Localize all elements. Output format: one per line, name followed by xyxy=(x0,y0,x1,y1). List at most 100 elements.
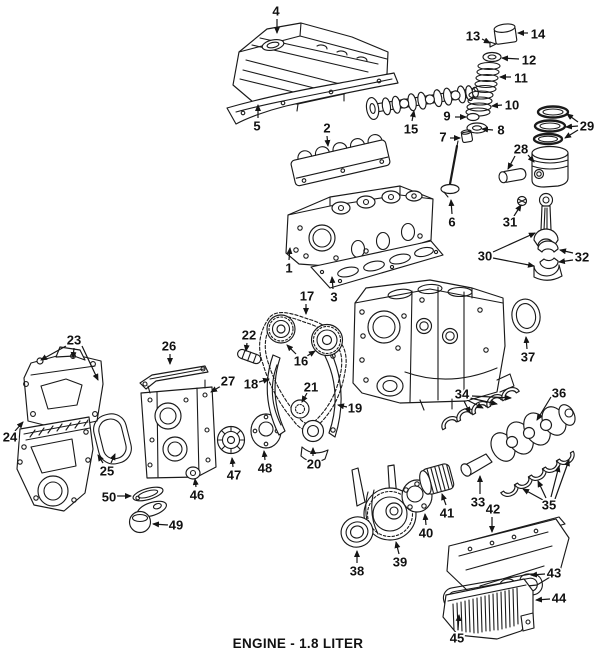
callout-9-number[interactable]: 9 xyxy=(442,107,452,125)
callout-10[interactable]: 10 xyxy=(491,96,521,114)
callout-17-number[interactable]: 17 xyxy=(298,287,315,305)
callout-17[interactable]: 17 xyxy=(298,287,316,315)
callout-33-number[interactable]: 33 xyxy=(469,493,486,511)
callout-9[interactable]: 9 xyxy=(442,107,467,125)
callout-50-number[interactable]: 50 xyxy=(100,488,117,506)
callout-48[interactable]: 48 xyxy=(256,450,274,477)
callout-22-number[interactable]: 22 xyxy=(240,326,257,344)
callout-15[interactable]: 15 xyxy=(402,110,420,138)
callout-12-number[interactable]: 12 xyxy=(520,51,537,69)
callout-36-number[interactable]: 36 xyxy=(550,384,567,402)
callout-45[interactable]: 45 xyxy=(448,614,466,647)
callout-30-number[interactable]: 30 xyxy=(476,247,493,265)
callout-34-number[interactable]: 34 xyxy=(453,385,471,403)
callout-26[interactable]: 26 xyxy=(160,337,178,365)
callout-2-number[interactable]: 2 xyxy=(322,119,332,137)
callout-35-number[interactable]: 35 xyxy=(540,496,557,514)
callout-42[interactable]: 42 xyxy=(484,500,502,533)
callout-29-number[interactable]: 29 xyxy=(578,117,595,135)
callout-6[interactable]: 6 xyxy=(447,199,457,231)
callout-46[interactable]: 46 xyxy=(188,478,206,504)
callout-47[interactable]: 47 xyxy=(225,457,243,484)
callout-1[interactable]: 1 xyxy=(284,247,294,277)
callout-19-number[interactable]: 19 xyxy=(346,399,363,417)
callout-5[interactable]: 5 xyxy=(252,104,262,135)
callout-21[interactable]: 21 xyxy=(301,378,320,403)
callout-44[interactable]: 44 xyxy=(535,589,568,607)
callout-49-number[interactable]: 49 xyxy=(167,516,184,534)
callout-14[interactable]: 14 xyxy=(517,25,547,43)
callout-40[interactable]: 40 xyxy=(417,513,435,542)
callout-5-number[interactable]: 5 xyxy=(252,117,262,135)
callout-30[interactable]: 30 xyxy=(476,232,536,268)
callout-43-number[interactable]: 43 xyxy=(545,564,562,582)
callout-3-number[interactable]: 3 xyxy=(329,288,339,306)
callout-6-number[interactable]: 6 xyxy=(447,213,457,231)
callout-33[interactable]: 33 xyxy=(469,475,487,511)
callout-39[interactable]: 39 xyxy=(391,541,409,571)
callout-34[interactable]: 34 xyxy=(453,385,512,414)
callout-48-number[interactable]: 48 xyxy=(256,459,273,477)
callout-7-number[interactable]: 7 xyxy=(438,128,448,146)
callout-25-number[interactable]: 25 xyxy=(98,462,115,480)
callout-21-number[interactable]: 21 xyxy=(302,378,319,396)
callout-45-number[interactable]: 45 xyxy=(448,629,465,647)
callout-47-number[interactable]: 47 xyxy=(225,466,242,484)
callout-42-number[interactable]: 42 xyxy=(484,500,501,518)
callout-32[interactable]: 32 xyxy=(558,248,591,266)
callout-49[interactable]: 49 xyxy=(152,516,185,534)
callout-39-number[interactable]: 39 xyxy=(391,553,408,571)
callout-19[interactable]: 19 xyxy=(337,399,364,417)
callout-20-number[interactable]: 20 xyxy=(305,455,322,473)
callout-15-number[interactable]: 15 xyxy=(402,120,419,138)
callout-32-number[interactable]: 32 xyxy=(573,248,590,266)
callout-10-number[interactable]: 10 xyxy=(503,96,520,114)
callout-46-number[interactable]: 46 xyxy=(188,486,205,504)
callout-13-number[interactable]: 13 xyxy=(464,27,481,45)
callout-3[interactable]: 3 xyxy=(329,276,339,306)
callout-37-number[interactable]: 37 xyxy=(519,348,536,366)
callout-25[interactable]: 25 xyxy=(97,453,116,480)
callout-41[interactable]: 41 xyxy=(438,493,456,522)
callout-4[interactable]: 4 xyxy=(271,2,282,34)
callout-2[interactable]: 2 xyxy=(322,119,332,147)
callout-44-number[interactable]: 44 xyxy=(550,589,568,607)
callout-27-number[interactable]: 27 xyxy=(219,372,236,390)
callout-37[interactable]: 37 xyxy=(519,336,537,366)
callout-16[interactable]: 16 xyxy=(286,344,316,370)
callout-23[interactable]: 23 xyxy=(40,331,99,381)
callout-43[interactable]: 43 xyxy=(530,564,563,582)
callout-16-number[interactable]: 16 xyxy=(292,352,309,370)
callout-50[interactable]: 50 xyxy=(100,488,132,506)
callout-35[interactable]: 35 xyxy=(522,459,570,514)
callout-38[interactable]: 38 xyxy=(348,550,366,580)
callout-26-number[interactable]: 26 xyxy=(160,337,177,355)
callout-20[interactable]: 20 xyxy=(305,447,323,473)
callout-38-number[interactable]: 38 xyxy=(348,562,365,580)
callout-8[interactable]: 8 xyxy=(481,121,506,139)
callout-24-number[interactable]: 24 xyxy=(1,428,19,446)
callout-14-number[interactable]: 14 xyxy=(529,25,547,43)
callout-12[interactable]: 12 xyxy=(501,51,538,69)
callout-7[interactable]: 7 xyxy=(438,128,461,146)
callout-28-number[interactable]: 28 xyxy=(512,140,529,158)
callout-27[interactable]: 27 xyxy=(210,372,237,393)
callout-40-number[interactable]: 40 xyxy=(417,524,434,542)
callout-36[interactable]: 36 xyxy=(536,384,568,421)
callout-23-number[interactable]: 23 xyxy=(65,331,82,349)
callout-18[interactable]: 18 xyxy=(242,375,270,393)
callout-13[interactable]: 13 xyxy=(464,27,491,45)
callout-22[interactable]: 22 xyxy=(240,326,258,352)
callout-24[interactable]: 24 xyxy=(1,421,24,446)
callout-4-number[interactable]: 4 xyxy=(271,2,282,20)
callout-11-number[interactable]: 11 xyxy=(513,69,530,87)
callout-28[interactable]: 28 xyxy=(507,140,535,170)
callout-41-number[interactable]: 41 xyxy=(438,504,455,522)
callout-18-number[interactable]: 18 xyxy=(242,375,259,393)
callout-29[interactable]: 29 xyxy=(564,113,596,139)
callout-11[interactable]: 11 xyxy=(499,69,530,87)
callout-31-number[interactable]: 31 xyxy=(501,213,518,231)
callout-1-number[interactable]: 1 xyxy=(284,259,294,277)
callout-8-number[interactable]: 8 xyxy=(496,121,506,139)
callout-31[interactable]: 31 xyxy=(501,204,522,231)
